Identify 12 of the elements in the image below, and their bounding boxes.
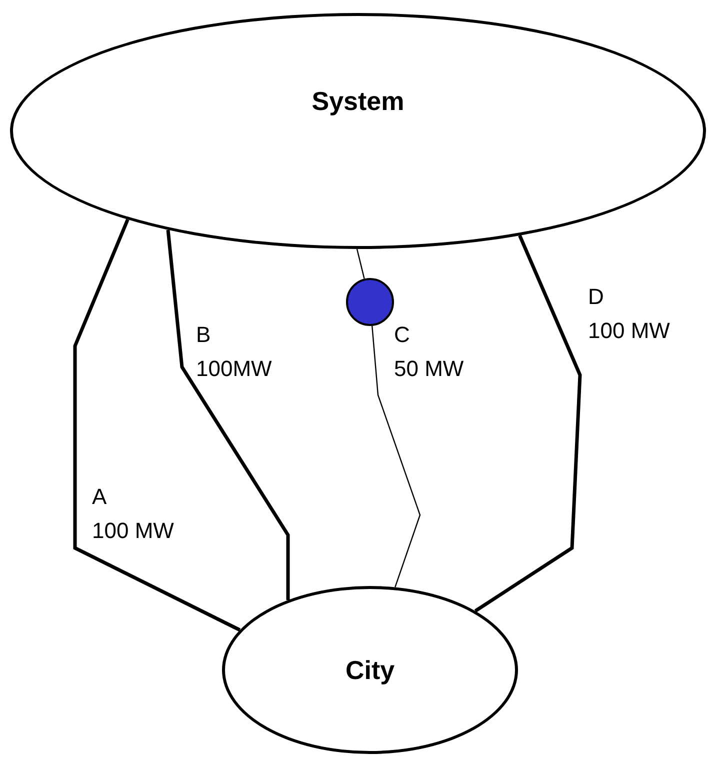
switch-circle — [346, 278, 394, 326]
edge-label: B 100MW — [196, 321, 273, 383]
area-name: City — [345, 654, 395, 686]
power-line — [372, 326, 421, 588]
power-line — [474, 234, 582, 612]
power-line — [166, 230, 290, 600]
edge-label: C 50 MW — [394, 321, 465, 383]
edge-label: D 100 MW — [588, 283, 670, 345]
power-line — [73, 218, 241, 632]
edge-label: A 100 MW — [92, 483, 174, 545]
area-name: System — [312, 86, 404, 116]
power-line — [356, 248, 365, 279]
